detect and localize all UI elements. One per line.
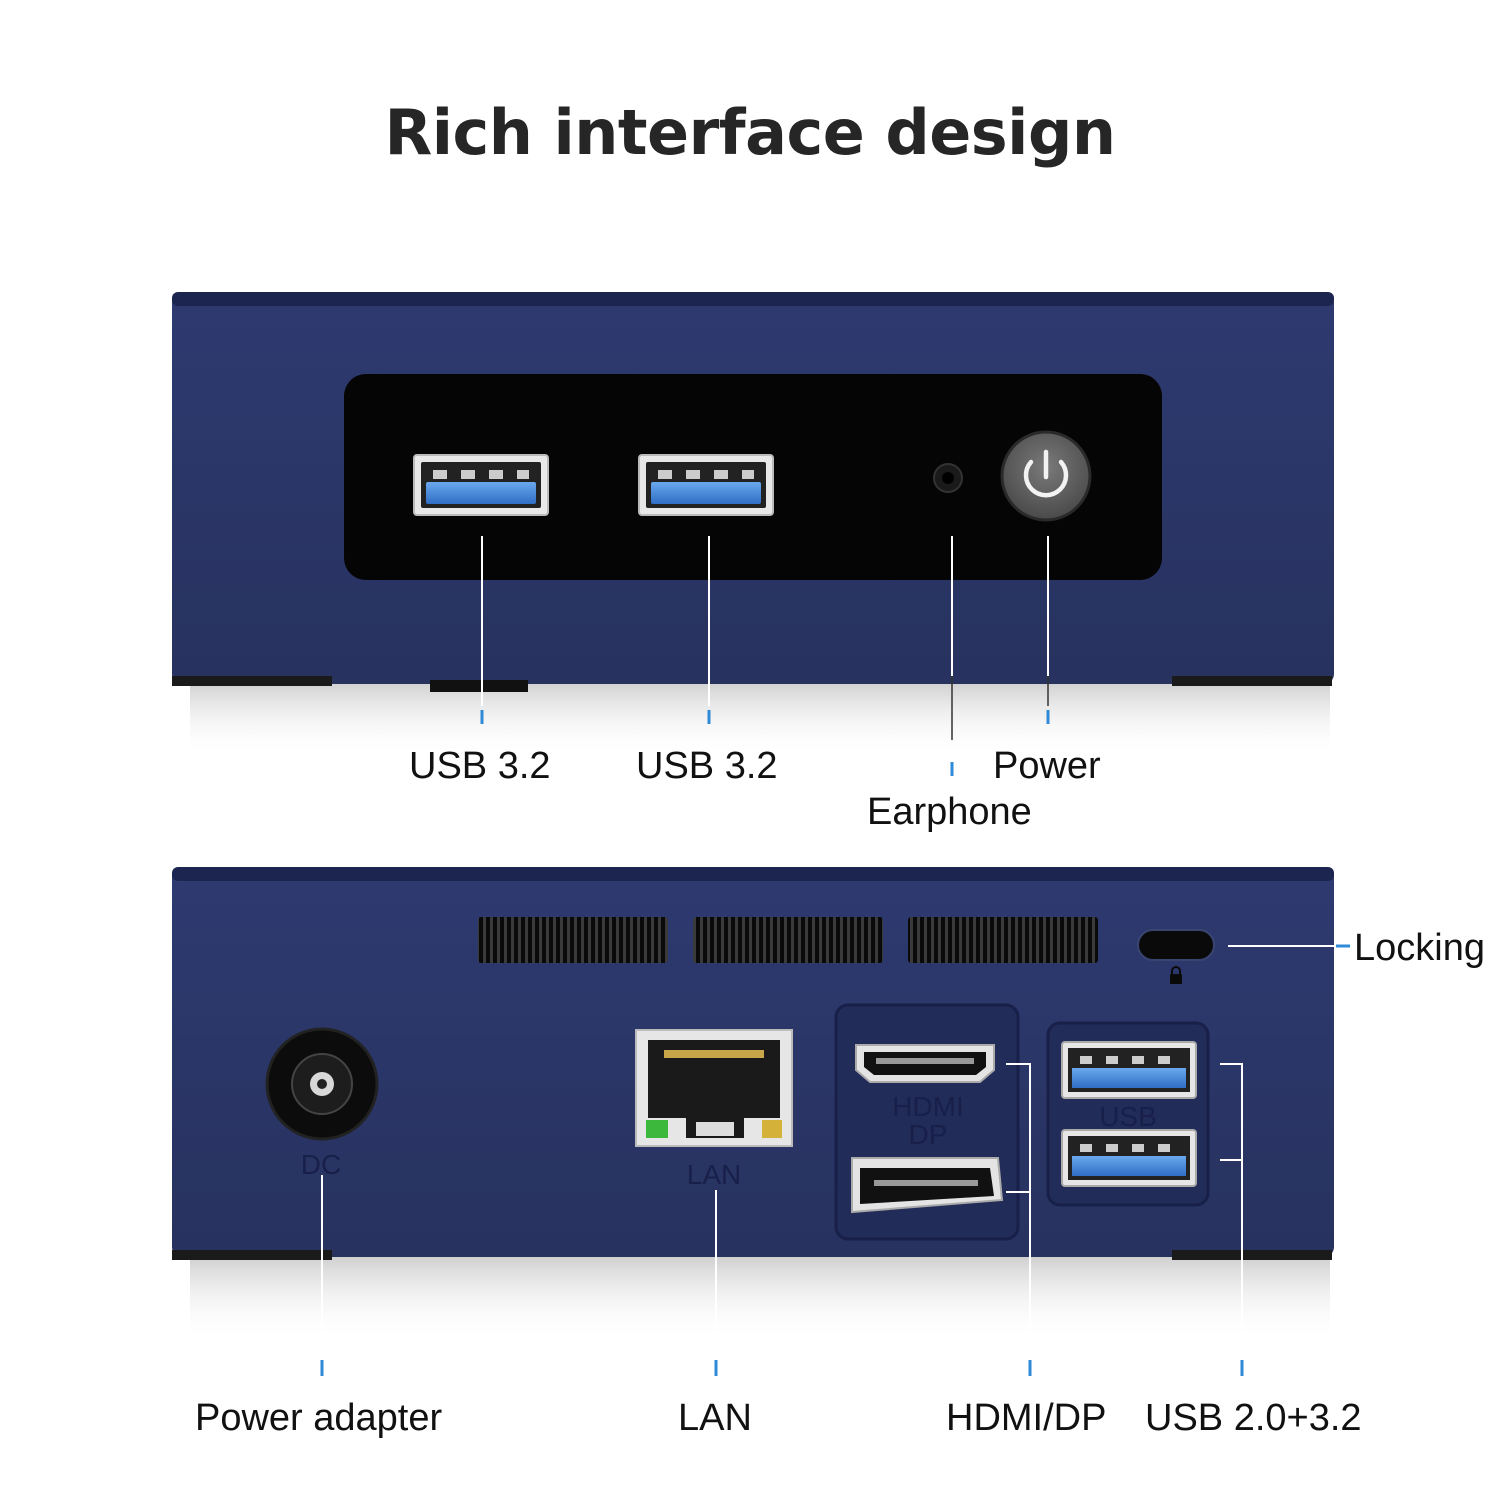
- label-lan: LAN: [678, 1397, 752, 1439]
- label-power: Power: [993, 745, 1101, 787]
- label-hdmi-dp: HDMI/DP: [946, 1397, 1107, 1439]
- front-top-edge: [172, 292, 1334, 306]
- lan-port: [635, 1029, 793, 1147]
- rear-device: DC LAN HDMI DP USB: [172, 867, 1350, 1376]
- front-device-shadow: [190, 676, 1330, 756]
- front-foot-right: [1172, 676, 1332, 686]
- dp-port: [851, 1157, 1004, 1214]
- marking-dc: DC: [301, 1149, 341, 1180]
- rear-device-shadow: [190, 1250, 1330, 1340]
- leader-hdmi: [1006, 1063, 1031, 1350]
- power-button: [1000, 430, 1092, 522]
- marking-usb: USB: [1099, 1101, 1157, 1132]
- page-title: Rich interface design: [384, 96, 1116, 169]
- marking-lan: LAN: [687, 1159, 741, 1190]
- rear-foot-left: [172, 1250, 332, 1260]
- power-icon: [1023, 449, 1069, 498]
- label-usb-front-right: USB 3.2: [636, 745, 778, 787]
- usb-port-front-left: [413, 454, 549, 516]
- vent-1: [478, 917, 668, 963]
- marking-dp: DP: [909, 1119, 948, 1150]
- marking-hdmi: HDMI: [892, 1091, 964, 1122]
- lock-slot: [1137, 929, 1215, 961]
- label-power-adapter: Power adapter: [195, 1397, 443, 1439]
- usb-port-front-right: [638, 454, 774, 516]
- vent-3: [908, 917, 1098, 963]
- usb-port-rear-top: [1061, 1041, 1197, 1099]
- dc-jack: [265, 1027, 379, 1141]
- front-foot-left: [172, 676, 332, 686]
- earphone-jack: [933, 463, 963, 493]
- label-usb-front-left: USB 3.2: [409, 745, 551, 787]
- front-tray: [430, 680, 528, 692]
- label-earphone: Earphone: [867, 791, 1032, 833]
- front-device: [172, 292, 1334, 776]
- hdmi-port: [855, 1044, 995, 1083]
- vent-2: [693, 917, 883, 963]
- label-locking: Locking: [1354, 927, 1485, 969]
- usb-port-rear-bottom: [1061, 1129, 1197, 1187]
- leader-usb-combo: [1220, 1063, 1243, 1350]
- lock-icon: [1170, 966, 1182, 984]
- rear-top-edge: [172, 867, 1334, 881]
- rear-foot-right: [1172, 1250, 1332, 1260]
- label-usb-combo: USB 2.0+3.2: [1145, 1397, 1362, 1439]
